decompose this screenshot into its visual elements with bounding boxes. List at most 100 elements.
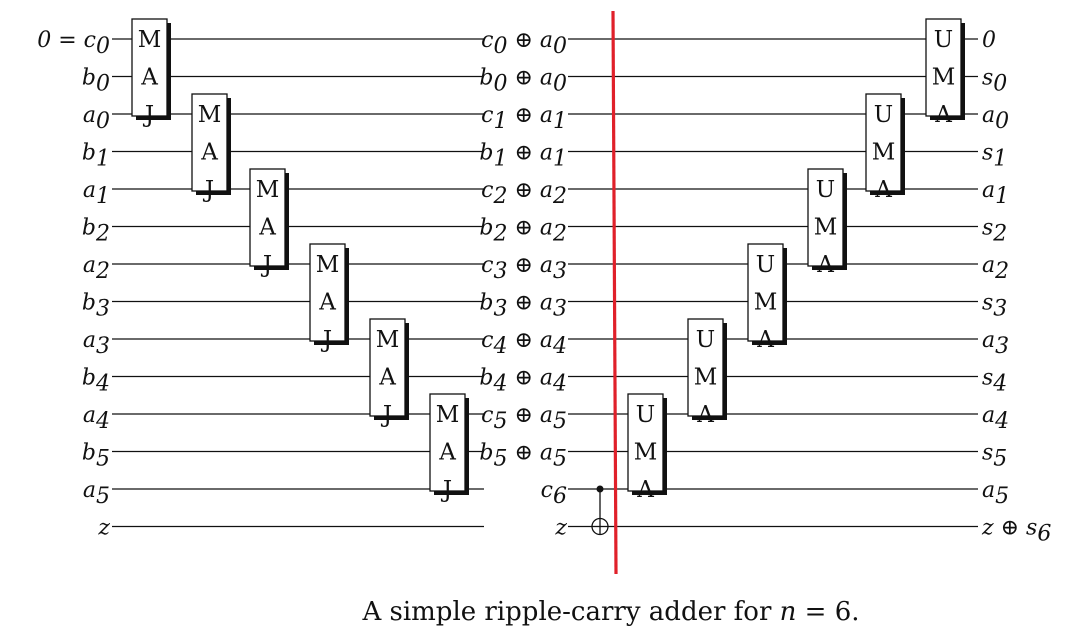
middle-label-13-base: z	[554, 516, 567, 541]
right-label-13-base: z	[981, 516, 994, 541]
left-label-9-sub: 4	[95, 372, 110, 397]
left-label-3-sub: 1	[96, 147, 110, 172]
uma-gate-4-letter-0: U	[874, 102, 893, 128]
uma-gate-0-letter-1: M	[634, 440, 658, 466]
right-label-5-sub: 2	[992, 222, 1007, 247]
middle-label-3-sub: 1	[493, 147, 507, 172]
left-label-12: a5	[83, 478, 110, 509]
uma-gate-4-letter-2: A	[874, 177, 892, 203]
uma-gate-3-letter-2: A	[816, 252, 834, 278]
right-label-6: a2	[982, 253, 1009, 284]
left-label-0: 0 = c0	[37, 28, 110, 59]
maj-gate-2-box	[249, 168, 286, 267]
maj-gate-2-letter-2: J	[261, 252, 272, 278]
right-label-2-sub: 0	[995, 109, 1009, 134]
right-label-9-base: s	[982, 366, 993, 391]
left-label-7-base: b	[82, 291, 96, 316]
left-label-8-base: a	[83, 328, 96, 353]
right-label-4-sub: 1	[995, 184, 1009, 209]
middle-label-8-op: ⊕	[507, 328, 539, 353]
right-label-1-sub: 0	[993, 72, 1007, 97]
maj-gate-5: MAJ	[429, 393, 469, 503]
middle-label-2: c1 ⊕ a1	[481, 103, 567, 134]
right-label-7-base: s	[982, 291, 993, 316]
maj-gate-2-letter-1: A	[258, 215, 276, 241]
uma-gate-4-letter-1: M	[872, 140, 896, 166]
left-label-5-sub: 2	[95, 222, 110, 247]
left-label-0-sub: 0	[96, 34, 110, 59]
right-label-13-sub2: 6	[1037, 522, 1051, 547]
right-label-4-base: a	[982, 178, 995, 203]
left-label-6: a2	[83, 253, 110, 284]
left-label-3-base: b	[82, 141, 96, 166]
left-label-9-base: b	[82, 366, 96, 391]
uma-gate-0-letter-2: A	[636, 477, 654, 503]
middle-label-2-op: ⊕	[507, 103, 539, 128]
right-label-4: a1	[982, 178, 1009, 209]
maj-gate-3-letter-1: A	[318, 290, 336, 316]
maj-gate-1-box	[191, 93, 228, 192]
middle-label-11-base2: a	[540, 441, 553, 466]
middle-label-8-base2: a	[540, 328, 553, 353]
maj-gate-0-letter-1: A	[140, 65, 158, 91]
maj-gate-4-letter-0: M	[376, 327, 400, 353]
maj-gate-0-letter-0: M	[138, 27, 162, 53]
left-label-10-sub: 4	[95, 409, 110, 434]
maj-gate-1-letter-0: M	[198, 102, 222, 128]
caption-prefix: A simple ripple-carry adder for	[361, 597, 779, 627]
middle-label-6-sub2: 3	[553, 259, 567, 284]
left-label-2-base: a	[83, 103, 96, 128]
middle-label-11-op: ⊕	[507, 441, 539, 466]
uma-gate-3-letter-1: M	[814, 215, 838, 241]
middle-label-0-base: c	[481, 28, 493, 53]
middle-label-0-base2: a	[540, 28, 553, 53]
middle-label-2-sub: 1	[493, 109, 507, 134]
middle-label-9-sub: 4	[492, 372, 507, 397]
uma-gate-1-letter-1: M	[694, 365, 718, 391]
middle-label-5-sub2: 2	[552, 222, 567, 247]
caption-variable: n	[780, 597, 797, 627]
middle-label-8-sub: 4	[492, 334, 507, 359]
uma-gate-2-letter-1: M	[754, 290, 778, 316]
middle-label-8-sub2: 4	[552, 334, 567, 359]
maj-gate-3-letter-2: J	[321, 327, 332, 353]
right-label-3-sub: 1	[993, 147, 1007, 172]
middle-label-9-op: ⊕	[507, 366, 539, 391]
right-label-13: z ⊕ s6	[981, 516, 1051, 547]
right-label-3-base: s	[982, 141, 993, 166]
left-label-7-sub: 3	[96, 297, 110, 322]
middle-label-6-base: c	[481, 253, 493, 278]
uma-gate-0-box	[627, 393, 664, 492]
middle-label-1-sub: 0	[493, 72, 507, 97]
uma-gate-5-letter-2: A	[934, 102, 952, 128]
right-label-5-base: s	[982, 216, 993, 241]
middle-label-6-op: ⊕	[507, 253, 539, 278]
uma-gate-2-letter-0: U	[756, 252, 775, 278]
left-label-1-sub: 0	[96, 72, 110, 97]
middle-label-11: b5 ⊕ a5	[479, 441, 567, 472]
middle-label-10-op: ⊕	[507, 403, 539, 428]
uma-gate-4: UMA	[865, 93, 905, 203]
middle-label-4: c2 ⊕ a2	[481, 178, 567, 209]
middle-label-0-op: ⊕	[507, 28, 539, 53]
maj-gate-4-letter-1: A	[378, 365, 396, 391]
maj-gate-3-letter-0: M	[316, 252, 340, 278]
uma-gate-2-letter-2: A	[756, 327, 774, 353]
middle-label-10-sub2: 5	[553, 409, 567, 434]
maj-gate-5-letter-2: J	[441, 477, 452, 503]
maj-gate-4-letter-2: J	[381, 402, 392, 428]
maj-gate-0-box	[131, 18, 168, 117]
left-label-6-sub: 2	[95, 259, 110, 284]
maj-gate-0: MAJ	[131, 18, 171, 128]
right-label-8-base: a	[982, 328, 995, 353]
right-label-13-base2: s	[1026, 516, 1037, 541]
middle-label-7-sub: 3	[493, 297, 507, 322]
left-label-11: b5	[82, 441, 110, 472]
middle-label-12-sub: 6	[553, 484, 567, 509]
left-label-2: a0	[83, 103, 110, 134]
maj-gate-0-letter-2: J	[143, 102, 154, 128]
left-label-2-sub: 0	[96, 109, 110, 134]
middle-label-12-base: c	[541, 478, 553, 503]
